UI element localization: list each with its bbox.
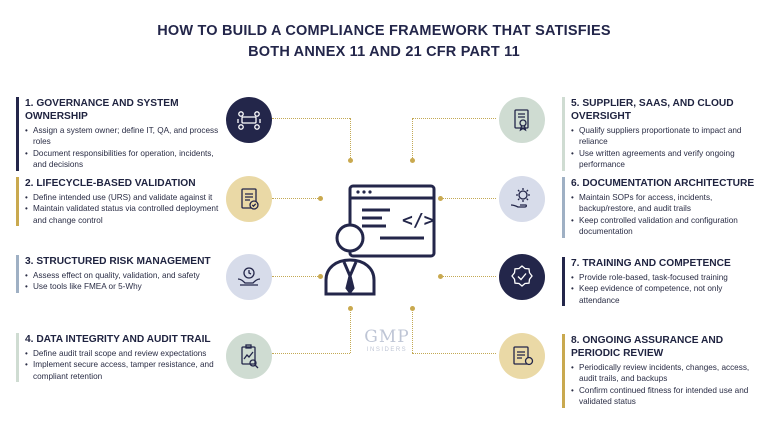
section-bullet: Periodically review incidents, changes, … [571, 362, 762, 385]
connector-line [350, 118, 351, 160]
section-bullet: Document responsibilities for operation,… [25, 148, 222, 171]
connector-line [412, 353, 496, 354]
connector-line [272, 118, 350, 119]
section-bullet: Define audit trail scope and review expe… [25, 348, 222, 360]
section-heading: 5. SUPPLIER, SAAS, AND CLOUD OVERSIGHT [571, 98, 734, 122]
section-heading: 4. DATA INTEGRITY AND AUDIT TRAIL [25, 334, 211, 345]
badge-check-icon [499, 254, 545, 300]
section-heading: 3. STRUCTURED RISK MANAGEMENT [25, 256, 211, 267]
connector-line [350, 310, 351, 353]
connector-dot [438, 196, 443, 201]
title-line-1: HOW TO BUILD A COMPLIANCE FRAMEWORK THAT… [157, 23, 611, 39]
section-accent-bar [562, 257, 565, 307]
section-accent-bar [562, 97, 565, 171]
connector-line [440, 198, 496, 199]
review-board-icon [499, 333, 545, 379]
section-bullet: Implement secure access, tamper resistan… [25, 359, 222, 382]
section-heading: 7. TRAINING AND COMPETENCE [571, 258, 731, 269]
section-heading: 8. ONGOING ASSURANCE AND PERIODIC REVIEW [571, 335, 724, 359]
section-supplier: 5. SUPPLIER, SAAS, AND CLOUD OVERSIGHT Q… [562, 97, 762, 171]
section-bullet: Keep evidence of competence, not only at… [571, 283, 762, 306]
section-bullet: Keep controlled validation and configura… [571, 215, 762, 238]
section-bullet: Qualify suppliers proportionate to impac… [571, 125, 762, 148]
section-risk: 3. STRUCTURED RISK MANAGEMENT Assess eff… [16, 255, 222, 293]
section-bullet: Use tools like FMEA or 5-Why [25, 281, 222, 293]
section-accent-bar [562, 334, 565, 408]
connector-dot [438, 274, 443, 279]
developer-screen-icon: </> [322, 176, 438, 296]
section-bullet: Maintain SOPs for access, incidents, bac… [571, 192, 762, 215]
section-heading: 6. DOCUMENTATION ARCHITECTURE [571, 178, 755, 189]
validation-document-icon [226, 176, 272, 222]
section-periodic-review: 8. ONGOING ASSURANCE AND PERIODIC REVIEW… [562, 334, 762, 408]
section-bullet: Assess effect on quality, validation, an… [25, 270, 222, 282]
section-lifecycle: 2. LIFECYCLE-BASED VALIDATION Define int… [16, 177, 222, 227]
brand-logo-mark: GMP [364, 327, 410, 347]
section-accent-bar [16, 97, 19, 171]
connector-line [440, 276, 496, 277]
connector-dot [410, 158, 415, 163]
section-bullet: Maintain validated status via controlled… [25, 203, 222, 226]
section-bullet: Provide role-based, task-focused trainin… [571, 272, 762, 284]
section-accent-bar [16, 255, 19, 293]
brand-logo: GMP INSIDERS [352, 327, 422, 353]
connector-dot [410, 306, 415, 311]
section-heading: 1. GOVERNANCE AND SYSTEM OWNERSHIP [25, 98, 179, 122]
section-bullet: Define intended use (URS) and validate a… [25, 192, 222, 204]
risk-hands-icon [226, 254, 272, 300]
certificate-icon [499, 97, 545, 143]
audit-clipboard-icon [226, 333, 272, 379]
connector-line [272, 198, 322, 199]
title-line-2: BOTH ANNEX 11 AND 21 CFR PART 11 [248, 44, 520, 60]
connector-dot [318, 196, 323, 201]
meeting-icon [226, 97, 272, 143]
connector-line [412, 118, 496, 119]
connector-dot [348, 158, 353, 163]
section-data-integrity: 4. DATA INTEGRITY AND AUDIT TRAIL Define… [16, 333, 222, 383]
connector-line [412, 310, 413, 353]
section-bullet: Confirm continued fitness for intended u… [571, 385, 762, 408]
gear-hand-icon [499, 176, 545, 222]
section-training: 7. TRAINING AND COMPETENCE Provide role-… [562, 257, 762, 307]
section-accent-bar [16, 333, 19, 383]
section-bullet: Use written agreements and verify ongoin… [571, 148, 762, 171]
section-heading: 2. LIFECYCLE-BASED VALIDATION [25, 178, 196, 189]
section-governance: 1. GOVERNANCE AND SYSTEM OWNERSHIP Assig… [16, 97, 222, 171]
connector-dot [318, 274, 323, 279]
section-documentation: 6. DOCUMENTATION ARCHITECTURE Maintain S… [562, 177, 762, 238]
brand-logo-sub: INSIDERS [366, 347, 408, 353]
code-symbol: </> [402, 210, 435, 231]
connector-dot [348, 306, 353, 311]
connector-line [272, 276, 322, 277]
section-accent-bar [16, 177, 19, 227]
page-title: HOW TO BUILD A COMPLIANCE FRAMEWORK THAT… [0, 21, 768, 63]
connector-line [272, 353, 350, 354]
section-accent-bar [562, 177, 565, 238]
section-bullet: Assign a system owner; define IT, QA, an… [25, 125, 222, 148]
connector-line [412, 118, 413, 160]
